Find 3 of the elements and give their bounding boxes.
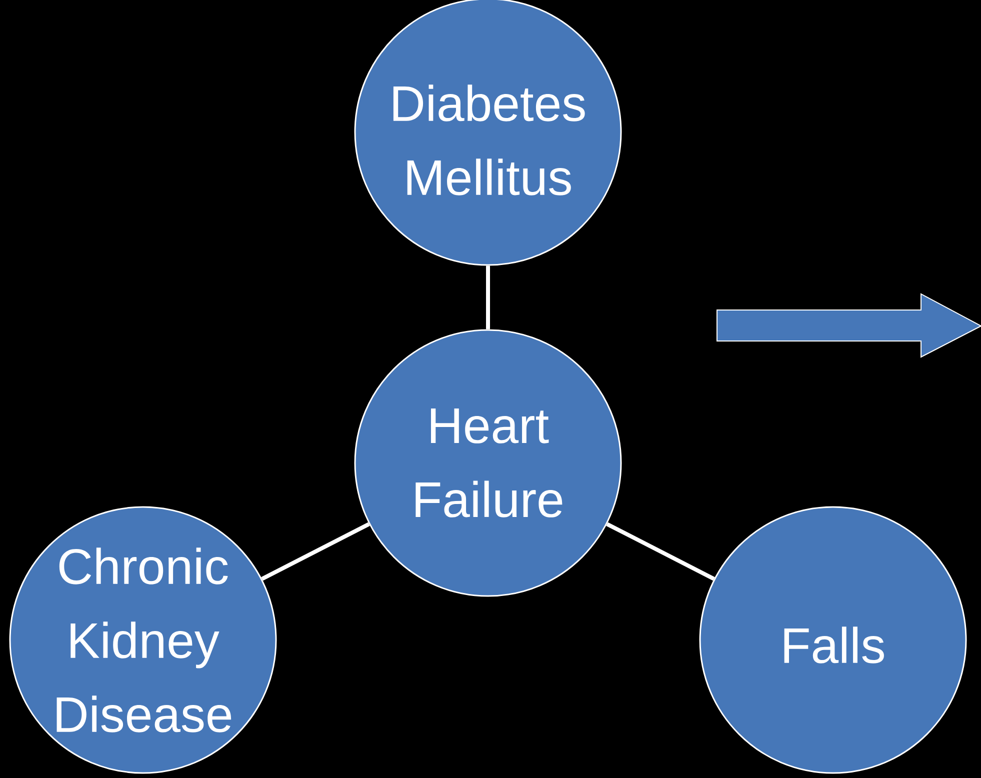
connector-line (486, 266, 490, 330)
connector-line (606, 522, 715, 581)
connector-line (261, 522, 370, 581)
